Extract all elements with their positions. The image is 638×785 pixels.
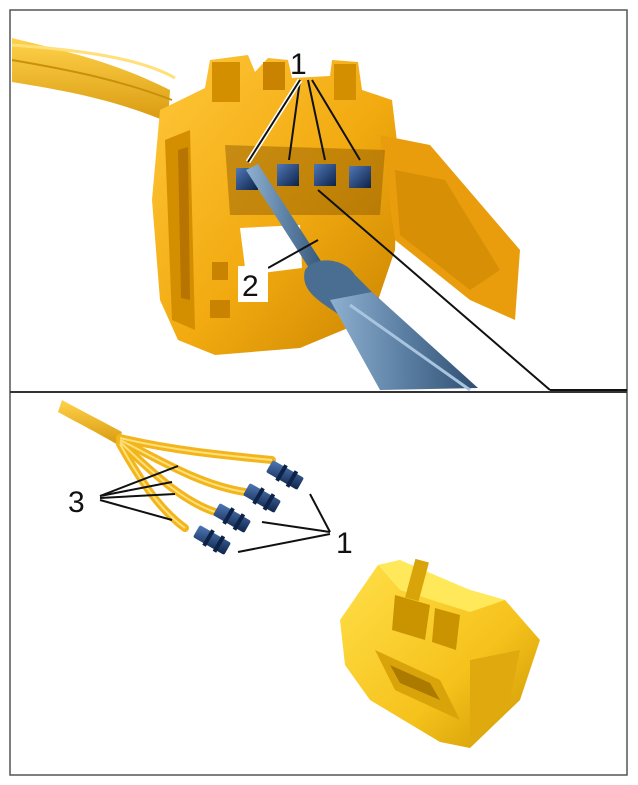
- screwdriver-illustration: [246, 164, 478, 392]
- top-leader-lines: [245, 78, 627, 391]
- callout-contacts-bottom: 1: [336, 527, 353, 560]
- contact-4: [349, 166, 371, 188]
- callout-wires: 3: [68, 486, 85, 519]
- bottom-panel: 3 1: [58, 400, 540, 748]
- loose-contact-4: [193, 525, 231, 555]
- bottom-wire-bundle-illustration: [58, 400, 276, 532]
- top-cable-bundle-illustration: [11, 38, 176, 122]
- bottom-contacts: [193, 460, 304, 555]
- bottom-connector-housing-illustration: [340, 558, 540, 748]
- bottom-leader-lines: [99, 465, 331, 553]
- loose-contact-2: [243, 483, 281, 513]
- callout-2-background: [238, 266, 268, 302]
- contact-3: [314, 164, 336, 186]
- loose-contact-3: [213, 503, 251, 533]
- top-panel: 1 2: [11, 38, 627, 392]
- callout-contacts-top: 1: [290, 48, 307, 81]
- callout-screwdriver: 2: [242, 270, 259, 303]
- loose-contact-1: [266, 460, 304, 490]
- contact-2: [277, 164, 299, 186]
